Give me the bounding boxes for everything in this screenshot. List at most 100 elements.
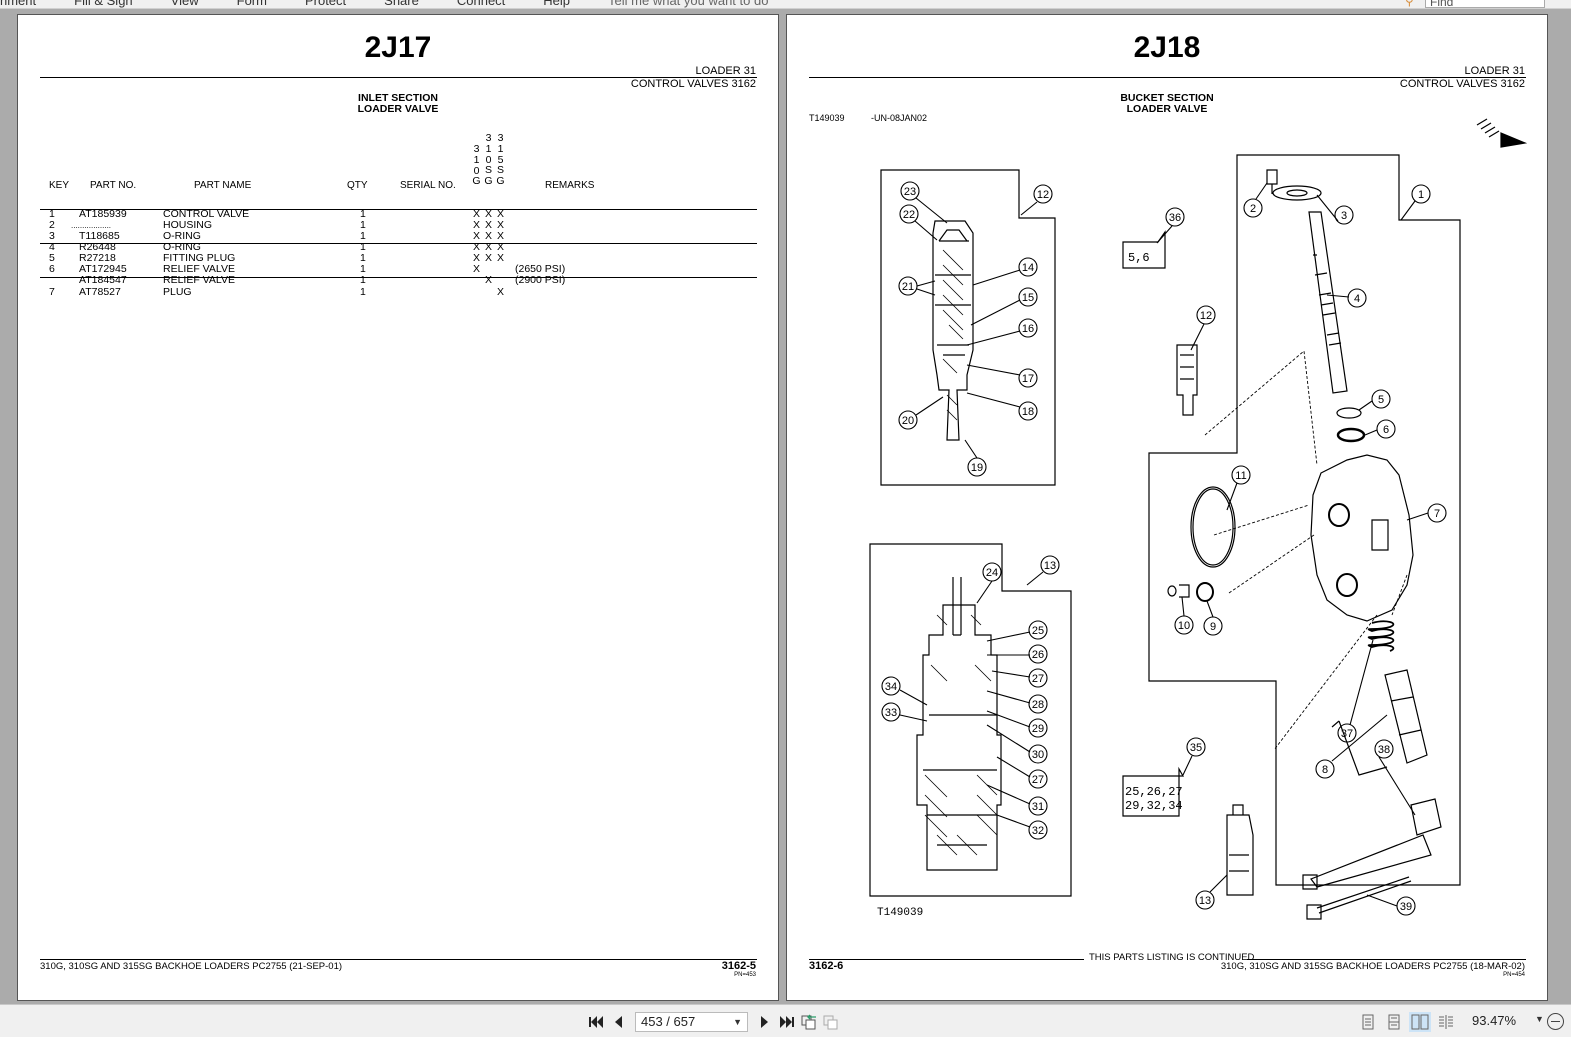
- menu-form[interactable]: Form: [236, 0, 267, 8]
- svg-text:5: 5: [1378, 394, 1384, 406]
- svg-text:7: 7: [1434, 508, 1440, 520]
- svg-text:20: 20: [902, 415, 914, 427]
- footer-rule: [1247, 959, 1526, 960]
- menu-fill-sign[interactable]: Fill & Sign: [74, 0, 133, 8]
- footer-rule: [40, 959, 757, 960]
- chevron-down-icon[interactable]: ▼: [733, 1017, 742, 1027]
- svg-text:29: 29: [1032, 723, 1044, 735]
- svg-text:12: 12: [1037, 189, 1049, 201]
- svg-text:3: 3: [1341, 210, 1347, 222]
- footer-text: 310G, 310SG AND 315SG BACKHOE LOADERS PC…: [1220, 961, 1525, 972]
- page-number: 3162-5: [721, 960, 756, 972]
- header-rule: [809, 77, 1526, 78]
- svg-text:33: 33: [885, 707, 897, 719]
- svg-text:25,26,27: 25,26,27: [1125, 785, 1183, 799]
- two-page-view-button[interactable]: [1409, 1012, 1431, 1032]
- document-viewer: 2J17 LOADER 31 CONTROL VALVES 3162 INLET…: [0, 10, 1571, 1004]
- footer-text: 310G, 310SG AND 315SG BACKHOE LOADERS PC…: [40, 961, 343, 972]
- menu-comment[interactable]: nment: [0, 0, 37, 8]
- figure-id: T149039: [809, 113, 845, 123]
- page-number: 3162-6: [809, 960, 844, 972]
- two-page-scrolling-view-button[interactable]: [1435, 1012, 1457, 1032]
- page-number-input[interactable]: 453 / 657 ▼: [635, 1012, 748, 1032]
- previous-view-icon: [801, 1014, 816, 1030]
- zoom-level[interactable]: 93.47%: [1472, 1013, 1517, 1028]
- page-title: 2J17: [364, 31, 432, 64]
- svg-text:T149039: T149039: [877, 907, 923, 919]
- single-page-view-button[interactable]: [1357, 1012, 1379, 1032]
- header-group: LOADER 31: [695, 65, 756, 77]
- next-view-icon: [823, 1015, 838, 1030]
- previous-page-button[interactable]: [607, 1012, 629, 1032]
- zoom-dropdown-icon[interactable]: ▼: [1535, 1014, 1544, 1024]
- svg-text:24: 24: [986, 567, 998, 579]
- svg-text:36: 36: [1169, 212, 1181, 224]
- menu-help[interactable]: Help: [543, 0, 571, 8]
- svg-text:11: 11: [1235, 470, 1246, 482]
- svg-text:9: 9: [1210, 621, 1216, 633]
- menu-connect[interactable]: Connect: [456, 0, 506, 8]
- find-icon: ⚲: [1405, 0, 1414, 8]
- scrolling-page-icon: [1388, 1014, 1400, 1030]
- find-input[interactable]: Find: [1425, 0, 1545, 8]
- menu-share[interactable]: Share: [384, 0, 419, 8]
- group-rule: [40, 277, 757, 278]
- section-subtitle: LOADER VALVE: [357, 103, 439, 115]
- page-left: 2J17 LOADER 31 CONTROL VALVES 3162 INLET…: [17, 14, 779, 1001]
- next-view-button[interactable]: [820, 1012, 842, 1032]
- svg-text:34: 34: [885, 681, 897, 693]
- header-subgroup: CONTROL VALVES 3162: [630, 78, 756, 90]
- menu-view[interactable]: View: [170, 0, 199, 8]
- svg-text:15: 15: [1022, 292, 1034, 304]
- next-page-icon: [761, 1016, 768, 1028]
- previous-view-button[interactable]: [798, 1012, 820, 1032]
- svg-text:5,6: 5,6: [1128, 251, 1150, 265]
- col-part-no: PART NO.: [90, 180, 137, 191]
- first-page-button[interactable]: [585, 1012, 607, 1032]
- col-key: KEY: [49, 180, 70, 191]
- svg-text:10: 10: [1178, 620, 1190, 632]
- next-page-button[interactable]: [754, 1012, 776, 1032]
- menu-protect[interactable]: Protect: [304, 0, 347, 8]
- header-rule: [40, 77, 757, 78]
- last-page-icon: [780, 1016, 794, 1028]
- section-title: BUCKET SECTION: [1120, 92, 1214, 104]
- svg-text:2: 2: [1250, 203, 1256, 215]
- status-bar: 453 / 657 ▼ 93.47% ▼: [0, 1004, 1571, 1037]
- col-part-name: PART NAME: [194, 180, 252, 191]
- single-page-icon: [1362, 1014, 1374, 1030]
- section-title: INLET SECTION: [358, 92, 438, 104]
- last-page-button[interactable]: [776, 1012, 798, 1032]
- svg-text:18: 18: [1022, 406, 1034, 418]
- pn-label: PN=453: [734, 972, 756, 978]
- svg-text:1: 1: [1418, 189, 1424, 201]
- page-title: 2J18: [1133, 31, 1201, 64]
- tell-me-input[interactable]: Tell me what you want to do: [608, 0, 769, 8]
- svg-text:16: 16: [1022, 323, 1034, 335]
- pn-label: PN=454: [1503, 972, 1525, 978]
- svg-text:13: 13: [1199, 895, 1211, 907]
- previous-page-icon: [615, 1016, 622, 1028]
- svg-text:28: 28: [1032, 699, 1044, 711]
- svg-text:13: 13: [1044, 560, 1056, 572]
- scrolling-view-button[interactable]: [1383, 1012, 1405, 1032]
- continued-note: THIS PARTS LISTING IS CONTINUED: [1089, 952, 1255, 963]
- svg-text:27: 27: [1032, 774, 1044, 786]
- zoom-out-button[interactable]: [1547, 1013, 1564, 1030]
- svg-text:37: 37: [1341, 728, 1353, 740]
- svg-text:6: 6: [1383, 424, 1389, 436]
- group-rule: [40, 243, 757, 244]
- svg-text:25: 25: [1032, 625, 1044, 637]
